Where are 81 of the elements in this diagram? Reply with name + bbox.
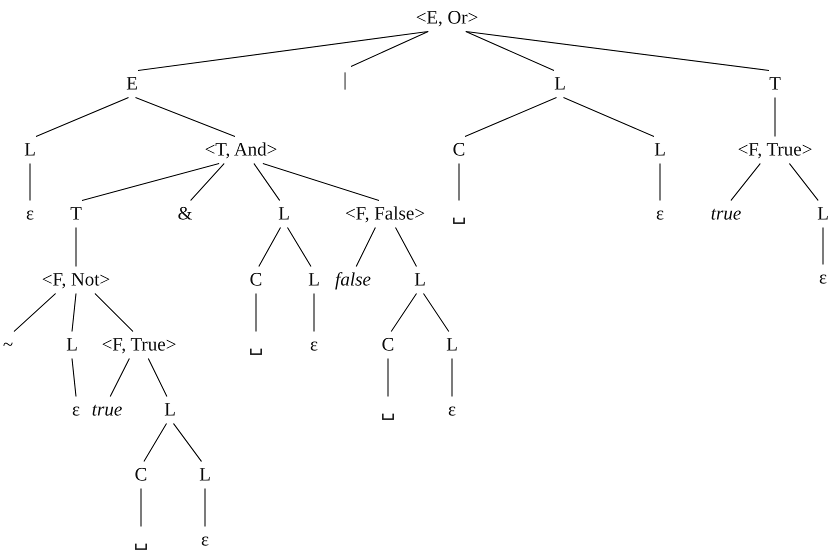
tree-branch-line — [390, 293, 417, 332]
tree-node-label: C — [134, 464, 148, 486]
tree-node-label: false — [335, 270, 371, 290]
tree-branch-line — [387, 358, 389, 396]
tree-node-label: <T, And> — [204, 140, 278, 160]
tree-node-label: ␣ — [248, 334, 264, 356]
tree-node-label: ε — [448, 400, 456, 420]
tree-node-label: L — [654, 140, 666, 160]
tree-node-label: & — [178, 204, 192, 224]
tree-node-label: L — [199, 464, 211, 486]
tree-node-label: <E, Or> — [416, 8, 478, 28]
tree-node-label: L — [24, 140, 36, 160]
tree-node-label: true — [710, 204, 742, 224]
tree-node-label: L — [554, 74, 566, 94]
tree-node-label: L — [817, 204, 829, 224]
tree-node-label: T — [70, 204, 82, 224]
tree-branch-line — [138, 30, 428, 72]
tree-node-label: ε — [26, 204, 34, 224]
tree-node-label: L — [278, 204, 290, 224]
tree-branch-line — [173, 423, 202, 462]
tree-node-label: ε — [656, 204, 664, 224]
tree-node-label: E — [126, 74, 138, 94]
tree-branch-line — [659, 164, 661, 200]
tree-branch-line — [730, 163, 761, 201]
tree-node-label: C — [452, 140, 466, 160]
tree-branch-line — [451, 358, 453, 396]
tree-branch-line — [788, 163, 819, 201]
tree-node-label: ε — [310, 334, 318, 356]
tree-node-label: L — [446, 334, 458, 356]
tree-branch-line — [774, 98, 776, 136]
tree-branch-line — [82, 162, 220, 202]
tree-branch-line — [14, 293, 56, 332]
tree-branch-line — [75, 228, 77, 266]
tree-branch-line — [466, 30, 770, 72]
tree-branch-line — [140, 488, 142, 526]
tree-branch-line — [464, 97, 557, 137]
tree-node-label: ~ — [2, 334, 14, 356]
tree-node-label: L — [414, 270, 426, 290]
tree-branch-line — [466, 31, 554, 71]
tree-node-label: ␣ — [134, 530, 148, 550]
tree-node-label: | — [343, 70, 347, 90]
tree-branch-line — [255, 294, 257, 332]
tree-node-label: true — [92, 400, 122, 420]
tree-node-label: <F, True> — [102, 334, 176, 356]
tree-node-label: <F, Not> — [42, 270, 110, 290]
tree-branch-line — [262, 162, 380, 202]
tree-branch-line — [148, 358, 168, 397]
tree-node-label: ε — [819, 268, 827, 288]
tree-branch-line — [423, 293, 450, 332]
tree-node-label: ε — [201, 530, 209, 550]
tree-branch-line — [36, 97, 129, 137]
tree-branch-line — [563, 97, 654, 137]
tree-branch-line — [822, 228, 824, 264]
tree-node-label: ␣ — [380, 400, 396, 420]
tree-node-label: <F, True> — [738, 140, 812, 160]
tree-branch-line — [71, 293, 77, 332]
tree-branch-line — [395, 227, 417, 267]
tree-node-label: ␣ — [452, 204, 466, 224]
tree-branch-line — [29, 164, 31, 200]
tree-branch-line — [190, 163, 225, 201]
tree-branch-line — [94, 293, 134, 332]
tree-node-label: ε — [72, 400, 80, 420]
tree-branch-line — [458, 164, 460, 200]
tree-node-label: <F, False> — [344, 204, 426, 224]
tree-branch-line — [287, 227, 312, 267]
tree-node-label: L — [308, 270, 320, 290]
tree-node-label: L — [66, 334, 78, 356]
tree-branch-line — [258, 227, 281, 267]
tree-node-label: L — [164, 400, 176, 420]
tree-branch-line — [71, 358, 77, 397]
tree-branch-line — [135, 96, 236, 138]
tree-branch-line — [253, 163, 280, 201]
tree-node-label: C — [250, 270, 262, 290]
tree-branch-line — [143, 423, 167, 462]
tree-node-label: C — [382, 334, 394, 356]
tree-node-label: T — [769, 74, 781, 94]
tree-branch-line — [356, 227, 376, 267]
tree-branch-line — [204, 488, 206, 526]
tree-branch-line — [313, 294, 315, 332]
tree-branch-line — [110, 358, 130, 397]
tree-branch-line — [350, 31, 428, 67]
